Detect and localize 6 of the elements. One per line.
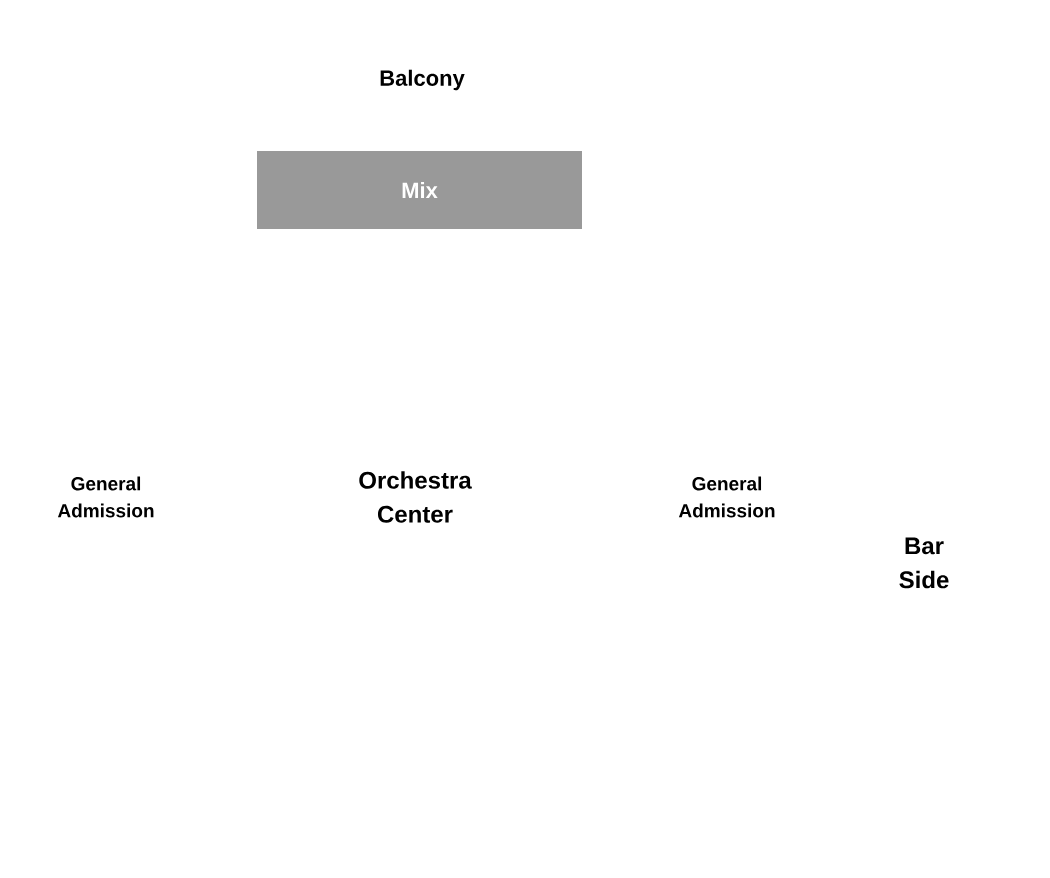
mix-box: Mix <box>257 151 582 229</box>
section-label: General Admission <box>57 476 154 518</box>
section-label: Balcony <box>380 69 465 91</box>
section-label: General Admission <box>678 476 775 518</box>
section-label: Orchestra Center <box>359 471 472 523</box>
section-label: Bar Side <box>899 537 949 589</box>
